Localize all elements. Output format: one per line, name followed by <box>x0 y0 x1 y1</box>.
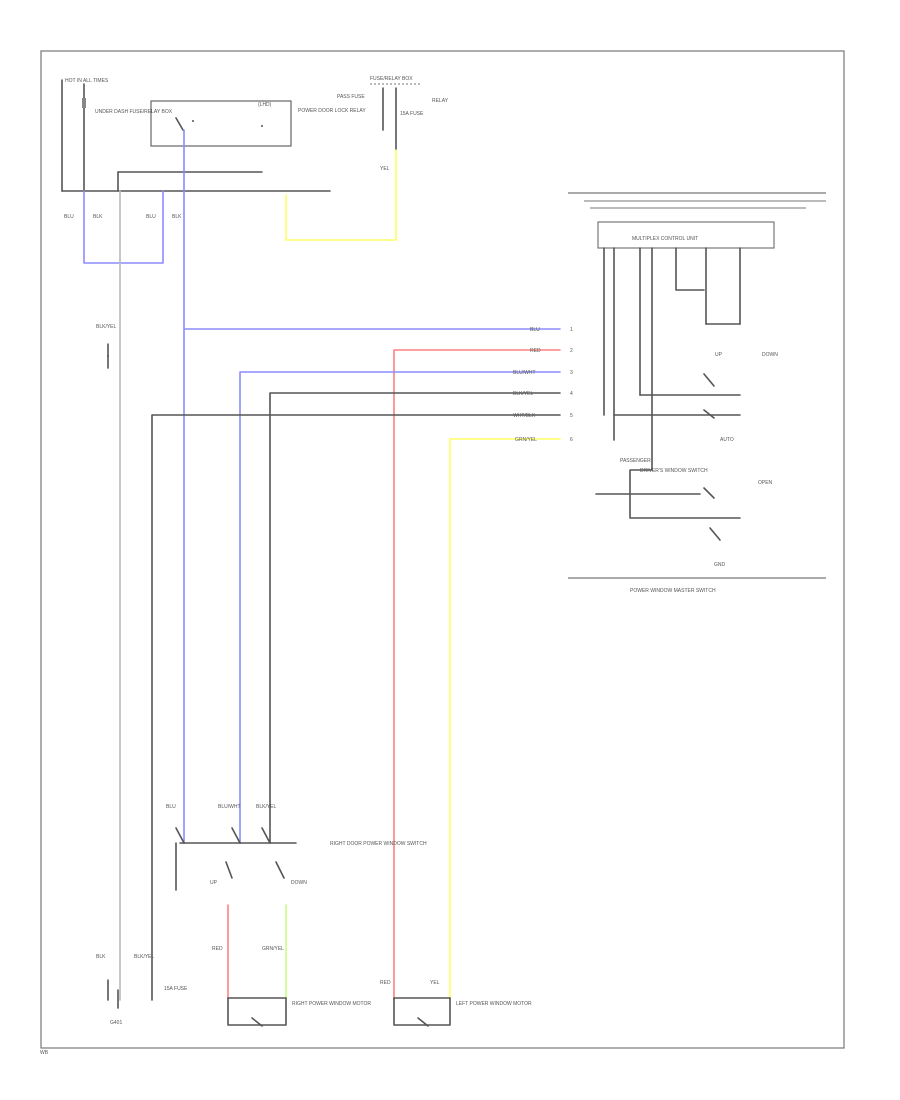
ground-area: BLK BLK/YEL G401 15A FUSE <box>96 954 188 1026</box>
yel-code: YEL <box>380 166 390 172</box>
relay-unit-box <box>150 100 292 147</box>
pass-switch <box>703 487 715 499</box>
mcu-box <box>597 221 775 249</box>
lower-wire-label-4: YEL <box>430 980 440 986</box>
right-motor-switch <box>251 1017 263 1027</box>
bus-wire-wht-blk <box>151 414 561 1001</box>
mcu-wire-4 <box>629 247 741 519</box>
lower-down-label: DOWN <box>291 880 307 886</box>
relay-pin <box>192 120 194 122</box>
fuse-box-sub: 15A FUSE <box>400 111 424 117</box>
lower-wire-label-1: RED <box>212 946 223 952</box>
bus-wire-red <box>393 349 561 1001</box>
ground-label: G401 <box>110 1020 122 1026</box>
fuse-element <box>82 98 86 108</box>
lower-code-2: BLU/WHT <box>218 804 241 810</box>
wire-code-3: BLU <box>146 214 156 220</box>
bus-code-1: BLU <box>530 327 540 333</box>
bus-code-2: RED <box>530 348 541 354</box>
bus-pin-3: 3 <box>570 370 573 376</box>
bus-wire-blue-wht <box>239 371 561 844</box>
auto-label: AUTO <box>720 437 734 443</box>
relay-unit-sub: (LHD) <box>258 102 272 108</box>
fuse-box-label: FUSE/RELAY BOX <box>370 76 413 82</box>
mcu-wire-5 <box>675 247 705 291</box>
lower-up-label: UP <box>210 880 218 886</box>
fuse-area: HOT IN ALL TIMES UNDER DASH FUSE/RELAY B… <box>61 78 173 192</box>
wire-code-4: BLK <box>172 214 182 220</box>
bus-code-5: WHT/BLK <box>513 413 536 419</box>
bus-pin-6: 6 <box>570 437 573 443</box>
right-motor-label: RIGHT POWER WINDOW MOTOR <box>292 1001 371 1007</box>
left-ground: BLK/YEL <box>96 324 117 330</box>
lower-switch-a <box>175 827 185 844</box>
fuse-label: HOT IN ALL TIMES <box>65 78 109 84</box>
open-label: OPEN <box>758 480 773 486</box>
bus-code-6: GRN/YEL <box>515 437 537 443</box>
left-motor-body <box>393 997 451 1026</box>
ground-label-right: GND <box>714 562 726 568</box>
down-label: DOWN <box>762 352 778 358</box>
bus-pin-5: 5 <box>570 413 573 419</box>
lower-code-3: BLK/YEL <box>256 804 277 810</box>
side-note-a: PASS FUSE <box>337 94 365 100</box>
lower-switch-dn <box>275 861 285 879</box>
diagram-frame <box>40 50 845 1049</box>
ground-side-note: 15A FUSE <box>164 986 188 992</box>
right-panel-caption: POWER WINDOW MASTER SWITCH <box>630 588 716 594</box>
bus-code-3: BLU/WHT <box>513 370 536 376</box>
bus-wires <box>151 328 561 1001</box>
right-panel: MULTIPLEX CONTROL UNIT UP DOWN AUTO PASS… <box>568 192 826 594</box>
bus-pin-2: 2 <box>570 348 573 354</box>
lower-switch <box>709 527 721 541</box>
blue-loop-wire <box>83 190 164 264</box>
relay-unit-label: POWER DOOR LOCK RELAY <box>298 108 366 114</box>
bus-codes: BLU 1 RED 2 BLU/WHT 3 BLK/YEL 4 WHT/BLK … <box>513 327 573 443</box>
lower-switch-up <box>225 861 233 879</box>
up-label: UP <box>715 352 723 358</box>
relay-unit: POWER DOOR LOCK RELAY (LHD) PASS FUSE <box>150 94 366 147</box>
lower-switch-c <box>261 827 271 844</box>
yellow-feed-wire <box>285 149 397 241</box>
left-motor: LEFT POWER WINDOW MOTOR <box>393 997 532 1027</box>
bus-pin-4: 4 <box>570 391 573 397</box>
auto-switch <box>703 409 715 419</box>
left-motor-switch <box>417 1017 429 1027</box>
lower-wire-label-3: RED <box>380 980 391 986</box>
wire-code-2: BLK <box>93 214 103 220</box>
left-switch-pin <box>107 355 109 357</box>
footer-code: WB <box>40 1050 49 1056</box>
bus-pin-1: 1 <box>570 327 573 333</box>
ground-code-2: BLK/YEL <box>134 954 155 960</box>
lower-switch-assembly: BLU BLU/WHT BLK/YEL RIGHT DOOR POWER WIN… <box>166 804 427 891</box>
lower-wire-label-2: GRN/YEL <box>262 946 284 952</box>
right-motor-body <box>227 997 287 1026</box>
under-dash-fuse: UNDER DASH FUSE/RELAY BOX <box>95 109 173 115</box>
up-switch <box>703 373 715 387</box>
relay-pin-2 <box>261 125 263 127</box>
bus-wire-blk-yel <box>269 392 561 844</box>
sw-label: DRIVER'S WINDOW SWITCH <box>640 468 708 474</box>
pass-label: PASSENGER <box>620 458 651 464</box>
ground-code-1: BLK <box>96 954 106 960</box>
left-motor-label: LEFT POWER WINDOW MOTOR <box>456 1001 532 1007</box>
bus-code-4: BLK/YEL <box>513 391 534 397</box>
lower-switch-label: RIGHT DOOR POWER WINDOW SWITCH <box>330 841 427 847</box>
mcu-label: MULTIPLEX CONTROL UNIT <box>632 236 698 242</box>
relay-contact <box>175 117 184 131</box>
bus-wire-grn-yel <box>449 438 561 1001</box>
side-note-b: RELAY <box>432 98 449 104</box>
wire-code-1: BLU <box>64 214 74 220</box>
lower-code-1: BLU <box>166 804 176 810</box>
fuse-box: FUSE/RELAY BOX 15A FUSE RELAY YEL <box>370 76 449 172</box>
lower-switch-b <box>231 827 241 844</box>
right-motor: RIGHT POWER WINDOW MOTOR <box>227 997 371 1027</box>
